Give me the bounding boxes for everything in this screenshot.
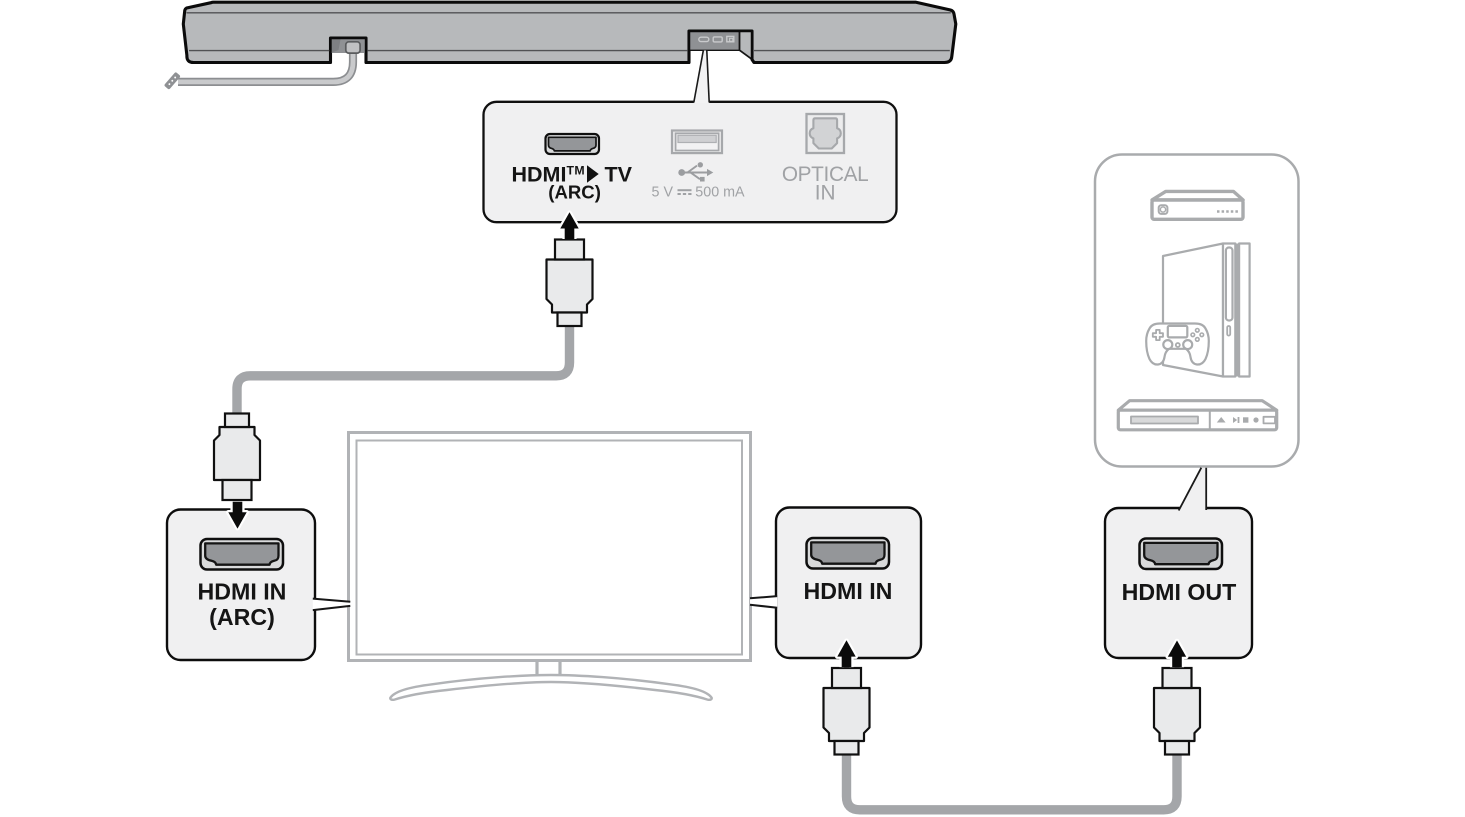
svg-text:500 mA: 500 mA	[695, 185, 745, 201]
svg-text:(ARC): (ARC)	[548, 182, 601, 203]
svg-text:HDMI: HDMI	[512, 163, 567, 187]
svg-text:(ARC): (ARC)	[209, 604, 275, 630]
svg-text:IN: IN	[815, 182, 836, 205]
svg-text:HDMI OUT: HDMI OUT	[1122, 579, 1237, 605]
svg-text:5 V: 5 V	[652, 185, 674, 201]
svg-text:OPTICAL: OPTICAL	[782, 163, 869, 186]
svg-text:HDMI IN: HDMI IN	[198, 578, 287, 604]
svg-text:TV: TV	[605, 163, 633, 187]
svg-text:HDMI IN: HDMI IN	[804, 578, 893, 604]
svg-text:TM: TM	[567, 163, 586, 177]
